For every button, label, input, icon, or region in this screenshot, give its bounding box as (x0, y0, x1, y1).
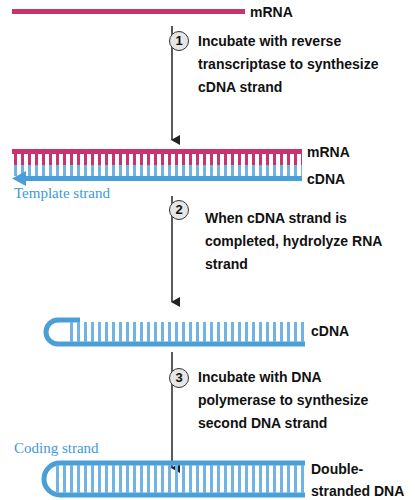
callout-number: 1 (175, 34, 182, 48)
step-number-circle: 3 (169, 368, 189, 388)
text-label: Double-stranded DNA (311, 458, 411, 500)
strand-arrowhead (12, 171, 26, 186)
step-number-circle: 1 (169, 31, 189, 51)
text-label: cDNA (307, 168, 387, 190)
text-label: mRNA (250, 1, 330, 23)
text-label: cDNA (311, 320, 391, 342)
callout-number: 2 (175, 203, 182, 217)
cdna-strand (24, 176, 302, 181)
dna-bases (14, 165, 302, 176)
callout-number: 3 (175, 371, 182, 385)
dsdna-hairpin (44, 463, 305, 495)
step-number-circle: 2 (169, 200, 189, 220)
rna-bases (14, 154, 302, 165)
text-label: When cDNA strand is completed, hydrolyze… (205, 207, 405, 276)
dna-bases (56, 465, 305, 493)
dna-bases (70, 322, 305, 342)
text-label: Incubate with reverse transcriptase to s… (198, 30, 408, 99)
cdna-hairpin (46, 320, 305, 344)
mrna-strand (12, 149, 302, 154)
text-label: Coding strand (14, 437, 164, 459)
text-label: mRNA (307, 141, 387, 163)
text-label: Incubate with DNA polymerase to synthesi… (198, 366, 373, 435)
mrna-strand (12, 9, 245, 14)
text-label: Template strand (14, 182, 164, 204)
